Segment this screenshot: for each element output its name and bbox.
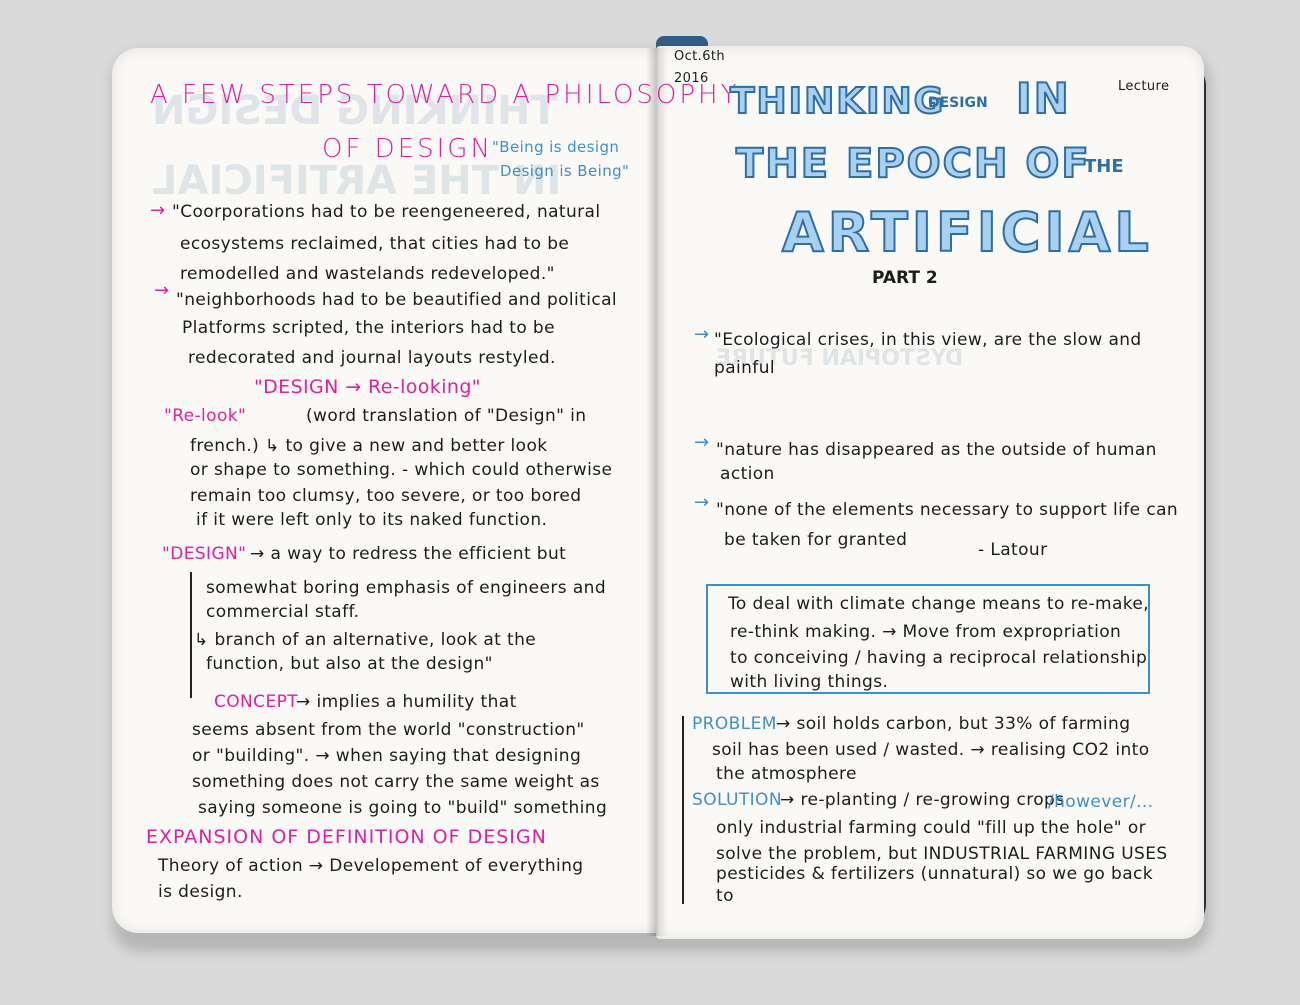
relook-line: (word translation of "Design" in — [306, 406, 587, 426]
concept-line: seems absent from the world "constructio… — [192, 720, 585, 740]
solution-line: only industrial farming could "fill up t… — [716, 818, 1147, 838]
problem-line: soil has been used / wasted. → realising… — [712, 740, 1150, 760]
blue-arrow-icon: → — [694, 324, 710, 345]
problem-line: the atmosphere — [716, 764, 857, 784]
quote-being-design: "Being is design — [492, 138, 620, 156]
title-artificial: ARTIFICIAL — [781, 201, 1153, 264]
date-year: 2016 — [674, 71, 709, 86]
title-thinking: THINKING — [729, 81, 946, 122]
title-part: PART 2 — [872, 268, 938, 288]
title-in: IN — [1015, 74, 1071, 123]
design-term: "DESIGN" — [162, 544, 247, 564]
design-line: function, but also at the design" — [206, 654, 493, 674]
quote-design-being: Design is Being" — [500, 162, 630, 180]
quote-ecological-cont: painful — [714, 358, 775, 378]
quote-line: Platforms scripted, the interiors had to… — [182, 318, 555, 338]
title-epoch: THE EPOCH OF — [735, 141, 1091, 187]
quote-line: "Coorporations had to be reengeneered, n… — [172, 202, 601, 222]
notebook-spine — [646, 48, 668, 936]
concept-term: CONCEPT — [214, 692, 299, 712]
expansion-line: Theory of action → Developement of every… — [158, 856, 584, 876]
title-the: THE — [1084, 156, 1124, 177]
quote-line: "neighborhoods had to be beautified and … — [176, 290, 618, 310]
bracket-line — [682, 716, 684, 904]
design-line: somewhat boring emphasis of engineers an… — [206, 578, 607, 598]
right-page: DYSTOPIAN FUTURE — [656, 46, 1204, 939]
quote-ecological: "Ecological crises, in this view, are th… — [714, 330, 1142, 350]
concept-line: something does not carry the same weight… — [192, 772, 600, 792]
relook-line: remain too clumsy, too severe, or too bo… — [190, 486, 582, 506]
problem-line: → soil holds carbon, but 33% of farming — [776, 714, 1131, 734]
however-note: /however/... — [1048, 792, 1154, 812]
expansion-heading: EXPANSION OF DEFINITION OF DESIGN — [146, 826, 547, 848]
quote-nature-cont: action — [720, 464, 775, 484]
pink-arrow-icon: → — [150, 200, 166, 221]
solution-term: SOLUTION — [692, 790, 782, 810]
problem-term: PROBLEM — [692, 714, 777, 734]
quote-line: redecorated and journal layouts restyled… — [188, 348, 556, 368]
design-line: → a way to redress the efficient but — [250, 544, 567, 564]
title-design: DESIGN — [928, 95, 988, 111]
left-title-line1: A FEW STEPS TOWARD A PHILOSOPHY — [150, 80, 740, 110]
left-page: THINKING DESIGN IN THE ARTIFICIAL — [112, 48, 660, 933]
design-line: commercial staff. — [206, 602, 360, 622]
latour-attribution: - Latour — [978, 540, 1048, 560]
solution-line: pesticides & fertilizers (unnatural) so … — [716, 864, 1154, 884]
quote-elements: "none of the elements necessary to suppo… — [716, 500, 1179, 520]
quote-line: ecosystems reclaimed, that cities had to… — [180, 234, 570, 254]
bracket-line — [190, 572, 192, 698]
solution-line: to — [716, 886, 734, 906]
relook-term: "Re-look" — [164, 406, 247, 426]
relook-line: or shape to something. - which could oth… — [190, 460, 613, 480]
concept-line: saying someone is going to "build" somet… — [198, 798, 608, 818]
solution-line: → re-planting / re-growing crops — [780, 790, 1065, 810]
design-line: ↳ branch of an alternative, look at the — [194, 630, 537, 650]
quote-nature: "nature has disappeared as the outside o… — [716, 440, 1157, 460]
relook-line: if it were left only to its naked functi… — [196, 510, 548, 530]
solution-line: solve the problem, but INDUSTRIAL FARMIN… — [716, 844, 1168, 864]
lecture-tag: Lecture — [1118, 79, 1170, 94]
expansion-line: is design. — [158, 882, 243, 902]
quote-elements-cont: be taken for granted — [724, 530, 908, 550]
relook-line: french.) ↳ to give a new and better look — [190, 436, 548, 456]
box-line: re-think making. → Move from expropriati… — [730, 622, 1122, 642]
concept-line: → implies a humility that — [296, 692, 517, 712]
pink-arrow-icon: → — [154, 280, 170, 301]
highlight-box — [706, 584, 1150, 694]
blue-arrow-icon: → — [694, 432, 710, 453]
box-line: To deal with climate change means to re-… — [728, 594, 1150, 614]
box-line: with living things. — [730, 672, 889, 692]
blue-arrow-icon: → — [694, 492, 710, 513]
quote-line: remodelled and wastelands redeveloped." — [180, 264, 555, 284]
left-title-line2: OF DESIGN — [322, 134, 493, 164]
date-month-day: Oct.6th — [674, 49, 726, 64]
concept-line: or "building". → when saying that design… — [192, 746, 582, 766]
box-line: to conceiving / having a reciprocal rela… — [730, 648, 1148, 668]
design-relooking-heading: "DESIGN → Re-looking" — [254, 376, 481, 398]
